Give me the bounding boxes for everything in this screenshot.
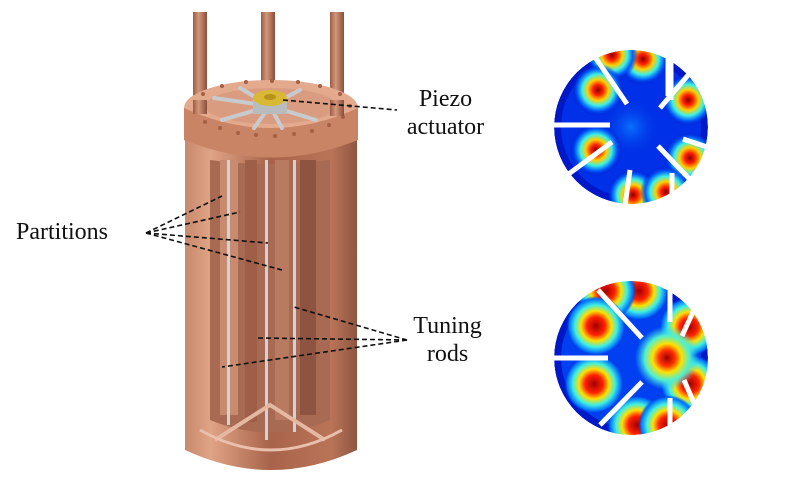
leader-partition (145, 232, 269, 244)
partition-gaps (554, 278, 726, 440)
tuning-rod (227, 160, 230, 425)
partition (245, 160, 257, 422)
leader-rod (221, 339, 408, 368)
leader-rod (293, 306, 408, 341)
support-post-right (330, 12, 344, 114)
label-tuning-rods: Tuning rods (405, 312, 490, 368)
leader-partition (145, 211, 241, 234)
label-tuning-line1: Tuning (413, 313, 482, 339)
label-partitions: Partitions (16, 219, 109, 245)
support-post-center (261, 12, 275, 90)
label-piezo-actuator: Piezo actuator (398, 85, 493, 141)
label-tuning-line2: rods (426, 341, 469, 367)
label-piezo-line2: actuator (406, 114, 485, 140)
cavity-apparatus (184, 12, 358, 470)
partition (275, 160, 289, 420)
field-center (635, 326, 699, 390)
leader-lines (145, 99, 408, 368)
bottom-hub (213, 402, 327, 442)
tuning-rod (293, 160, 296, 432)
support-post-left (193, 12, 207, 112)
leader-rod (257, 337, 408, 341)
field-hotspots (564, 281, 708, 435)
partition-gaps (553, 44, 726, 216)
tuning-rod (265, 160, 268, 440)
partition (300, 160, 316, 415)
field-map-mode-1 (550, 37, 726, 216)
leader-piezo (282, 99, 398, 111)
field-map-mode-2 (550, 277, 726, 440)
leader-partition (145, 195, 223, 234)
label-piezo-line1: Piezo (418, 86, 473, 112)
